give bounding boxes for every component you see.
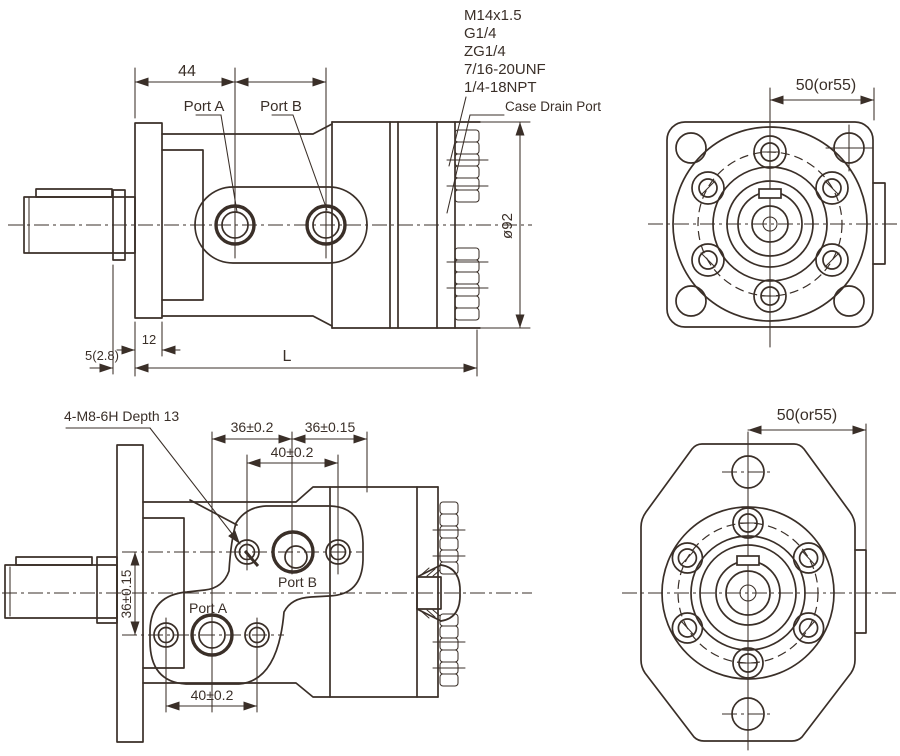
port-a-label: Port A [184,98,225,115]
pilot-circle [661,506,835,680]
dimension-40-02-top: 40±0.2 [246,444,339,468]
shaft [4,564,118,619]
port-face-view: Port B Port A 36±0.2 36±0.15 40±0.2 40±0… [2,408,532,743]
side-tab [854,549,867,634]
bolt-holes [691,135,849,313]
dim-ports-vertical: 36±0.15 [119,570,134,619]
mounting-flange [116,444,144,743]
dimension-dia92: ø92 [479,121,531,329]
shaft-key [15,556,93,566]
dim-port-a-bolts: 40±0.2 [191,687,234,703]
port-b-label: Port B [278,574,317,590]
dimension-40-02-bottom: 40±0.2 [165,687,258,711]
dimension-5-2-8: 5(2.8) [85,264,119,375]
dim-ports-horizontal: 36±0.2 [231,419,274,435]
dimension-L: L [134,329,478,377]
case-drain-label: Case Drain Port [505,99,601,114]
dim-shoulder: 5(2.8) [85,348,119,363]
wing-flange [640,443,856,742]
corner-hole [675,285,707,317]
thread-option-4: 7/16-20UNF [464,61,546,78]
dim-mount-holes: 4-M8-6H Depth 13 [64,408,179,424]
bolt-holes [671,507,825,679]
dimension-12: 12 [116,321,181,377]
case-drain-callout: Case Drain Port [446,99,601,214]
keyway [758,188,782,199]
shaft-key [35,188,113,198]
dim-flange-thickness: 12 [142,332,156,347]
side-view: 44 Port A Port B 12 5(2.8) L [8,7,601,377]
shaft-collar [96,556,118,624]
thread-spec-list: M14x1.5 G1/4 ZG1/4 7/16-20UNF 1/4-18NPT [448,7,546,167]
case-drain-hub [416,564,461,622]
port-a-callout: Port A [184,98,238,213]
dim-port-offset: 44 [178,63,196,80]
front-view-wing: 50(or55) [622,407,896,751]
thread-option-2: G1/4 [464,25,497,42]
dimension-36-02: 36±0.2 [211,419,293,444]
port-boss [194,186,368,264]
dim-width: 50(or55) [796,77,856,94]
corner-hole [675,132,707,164]
dimension-36-015: 36±0.15 [291,419,368,444]
dim-body-diameter: ø92 [499,213,516,239]
shaft-collar [112,189,126,261]
front-view-square: 50(or55) [648,77,897,348]
port-b-callout: Port B [260,98,328,211]
dimension-50or55: 50(or55) [747,407,867,551]
pilot-circle [672,126,868,322]
dimension-44: 44 [134,63,327,259]
rear-ribs [432,501,466,687]
dimension-50or55: 50(or55) [769,77,875,121]
port-boss-plate [149,505,364,685]
mount-holes-callout: 4-M8-6H Depth 13 [64,408,260,567]
dim-port-b-bolts: 40±0.2 [271,444,314,460]
mounting-flange [134,122,163,319]
keyway [736,555,760,566]
dim-length: L [283,348,292,365]
upper-thread-ribs [446,129,489,203]
rear-threaded-ports [446,129,489,321]
lower-thread-ribs [446,247,489,321]
square-flange [666,121,874,328]
side-tab [872,182,886,265]
dim-width: 50(or55) [777,407,837,424]
thread-option-1: M14x1.5 [464,7,522,24]
dim-hole-offset: 36±0.15 [305,419,356,435]
dimension-36-015-vertical: 36±0.15 [119,551,140,636]
thread-option-3: ZG1/4 [464,43,506,60]
port-a-label: Port A [189,600,228,616]
corner-hole [833,285,865,317]
port-b-label: Port B [260,98,302,115]
thread-option-5: 1/4-18NPT [464,79,537,96]
